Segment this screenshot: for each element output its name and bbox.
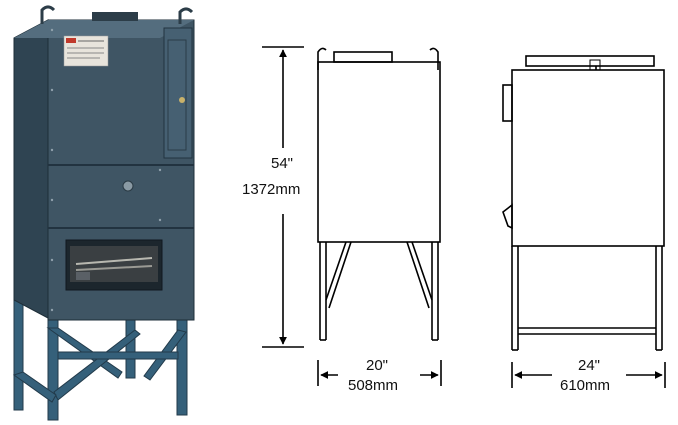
lifting-hook-right	[178, 7, 194, 24]
label-plate	[63, 35, 109, 67]
side-view-knob	[502, 203, 513, 230]
control-box	[163, 27, 193, 159]
side-view-body	[511, 69, 665, 247]
front-view-drawing	[317, 47, 441, 341]
width-dimension	[317, 360, 442, 386]
cabinet-side-panel	[13, 19, 49, 319]
lifting-hook-left	[40, 5, 56, 24]
height-inches-label: 54"	[271, 155, 293, 172]
width-mm-label: 508mm	[348, 377, 398, 394]
height-mm-label: 1372mm	[242, 181, 300, 198]
cabinet-photo	[12, 5, 195, 421]
depth-mm-label: 610mm	[560, 377, 610, 394]
depth-dimension	[511, 362, 666, 388]
cabinet-top	[14, 20, 194, 38]
cabinet-stand	[12, 299, 188, 421]
depth-inches-label: 24"	[578, 357, 600, 374]
side-view-drawing	[502, 55, 665, 351]
cabinet-knob	[122, 180, 134, 192]
front-view-body	[317, 61, 441, 243]
side-view-control-box	[502, 84, 513, 122]
height-dimension	[262, 46, 304, 348]
width-inches-label: 20"	[366, 357, 388, 374]
